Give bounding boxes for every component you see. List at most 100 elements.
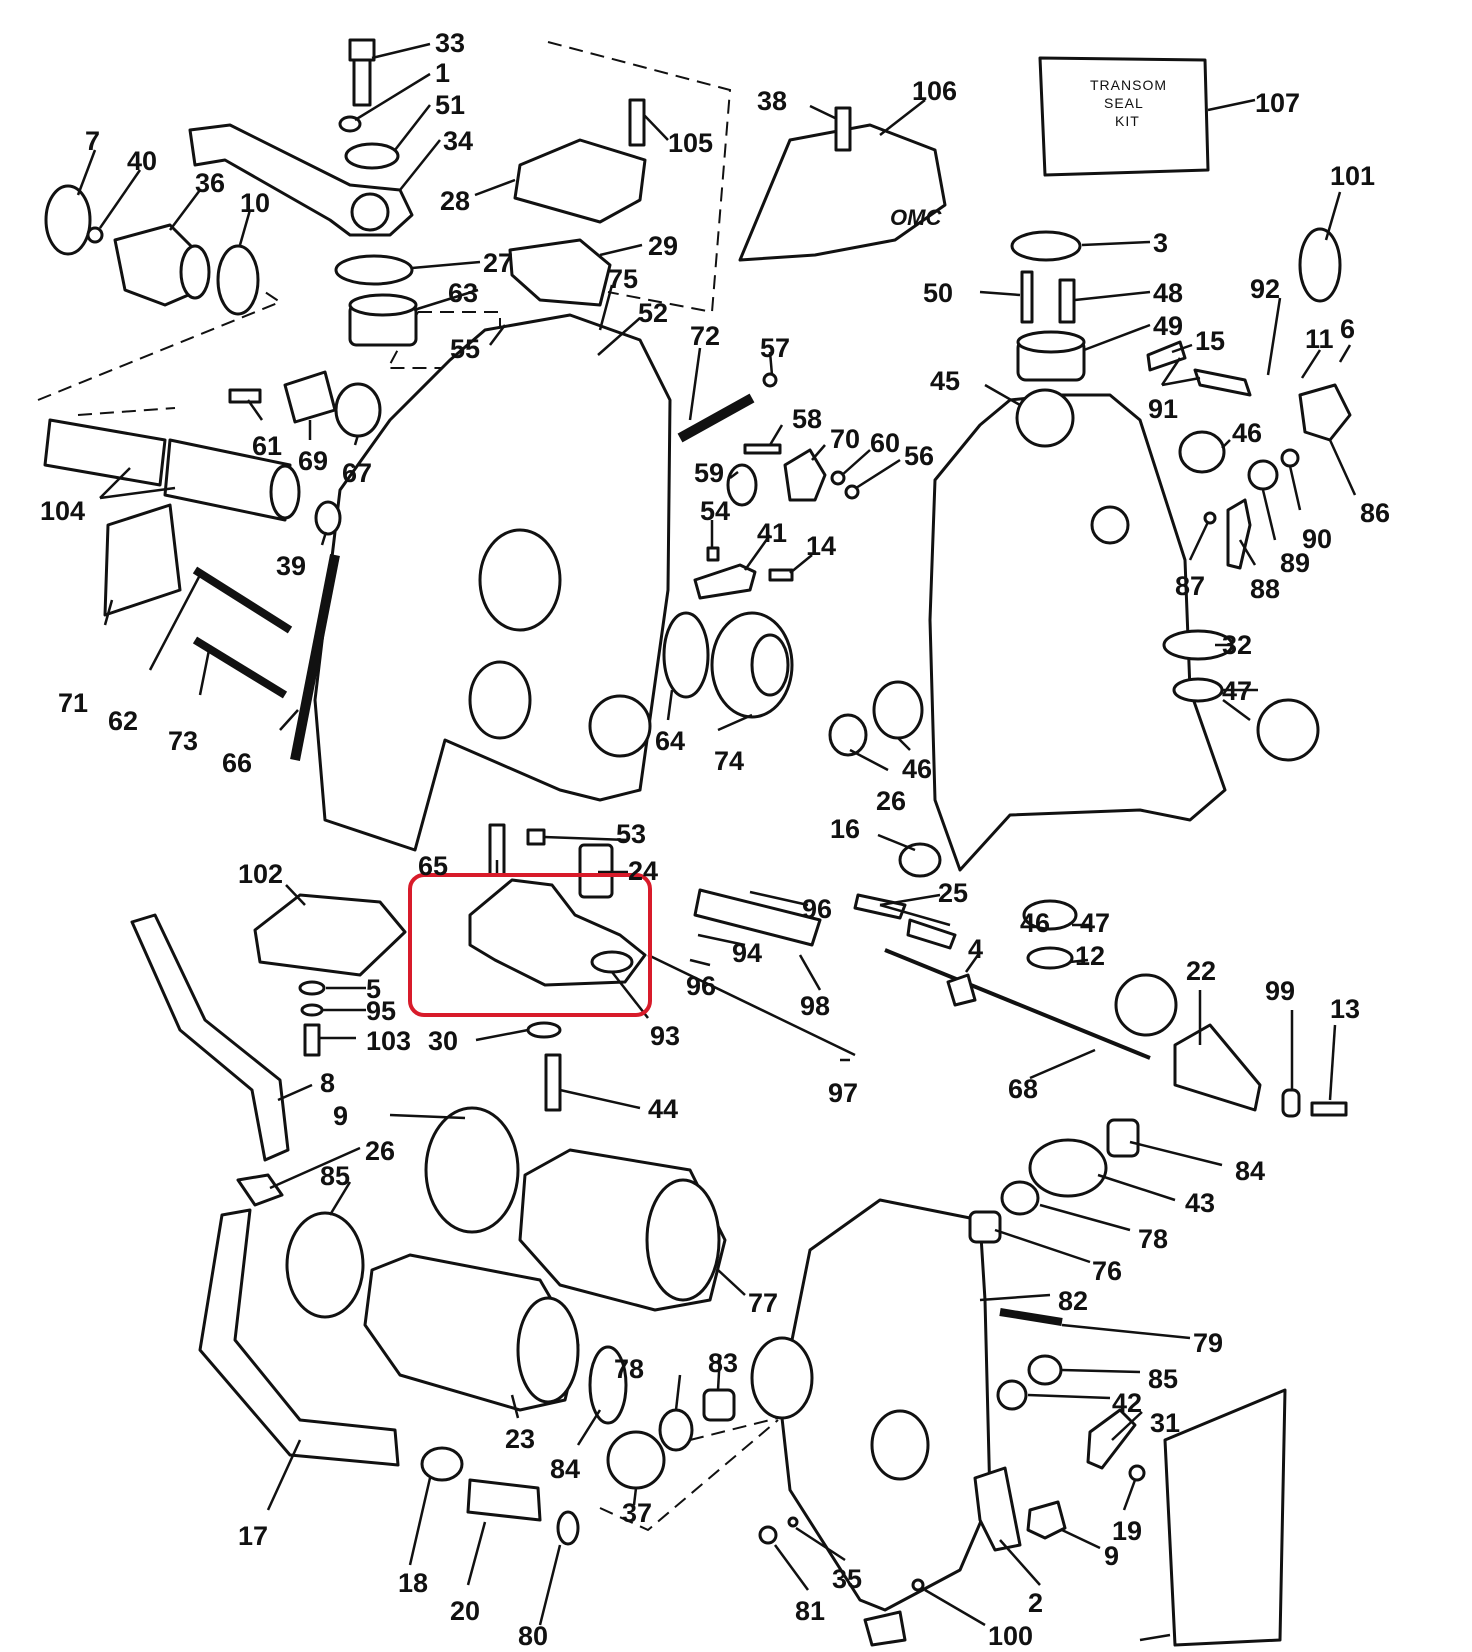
callout-58: 58 [792,404,822,434]
callout-31: 31 [1150,1408,1180,1438]
callout-56: 56 [904,441,934,471]
callout-90: 90 [1302,524,1332,554]
callout-84: 84 [550,1454,580,1484]
callout-71: 71 [58,688,88,718]
callout-26: 26 [365,1136,395,1166]
callout-83: 83 [708,1348,738,1378]
callout-67: 67 [342,458,372,488]
callout-3: 3 [1153,228,1168,258]
callout-77: 77 [748,1288,778,1318]
callout-73: 73 [168,726,198,756]
callout-57: 57 [760,333,790,363]
callout-45: 45 [930,366,960,396]
callout-32: 32 [1222,630,1252,660]
callout-95: 95 [366,996,396,1026]
callout-75: 75 [608,264,638,294]
callout-9: 9 [333,1101,348,1131]
callout-48: 48 [1153,278,1183,308]
callout-51: 51 [435,90,465,120]
callout-13: 13 [1330,994,1360,1024]
callout-104: 104 [40,496,85,526]
callout-88: 88 [1250,574,1280,604]
callout-61: 61 [252,431,282,461]
highlight-box [408,873,652,1017]
callout-105: 105 [668,128,713,158]
callout-12: 12 [1075,941,1105,971]
callout-78: 78 [1138,1224,1168,1254]
callout-94: 94 [732,938,762,968]
callout-14: 14 [806,531,836,561]
callout-98: 98 [800,991,830,1021]
callout-17: 17 [238,1521,268,1551]
callout-74: 74 [714,746,744,776]
callout-102: 102 [238,859,283,889]
kit-label-line-2: SEAL [1104,95,1144,111]
callout-46: 46 [1232,418,1262,448]
callout-42: 42 [1112,1388,1142,1418]
callout-96: 96 [686,971,716,1001]
callout-5: 5 [366,974,381,1004]
callout-39: 39 [276,551,306,581]
callout-18: 18 [398,1568,428,1598]
callout-92: 92 [1250,274,1280,304]
callout-76: 76 [1092,1256,1122,1286]
callout-33: 33 [435,28,465,58]
callout-70: 70 [830,424,860,454]
callout-91: 91 [1148,394,1178,424]
callout-99: 99 [1265,976,1295,1006]
callout-81: 81 [795,1596,825,1626]
callout-23: 23 [505,1424,535,1454]
callout-36: 36 [195,168,225,198]
parts-artwork: OMC TRANSOM SEAL KIT [43,38,1352,1647]
callout-85: 85 [1148,1364,1178,1394]
callout-54: 54 [700,496,730,526]
callout-10: 10 [240,188,270,218]
callout-35: 35 [832,1564,862,1594]
callout-97: 97 [828,1078,858,1108]
callout-78: 78 [614,1354,644,1384]
callout-84: 84 [1235,1156,1265,1186]
callout-68: 68 [1008,1074,1038,1104]
callout-103: 103 [366,1026,411,1056]
callout-86: 86 [1360,498,1390,528]
callout-25: 25 [938,878,968,908]
callout-87: 87 [1175,571,1205,601]
callout-52: 52 [638,298,668,328]
callout-100: 100 [988,1621,1033,1651]
callout-41: 41 [757,518,787,548]
callout-2: 2 [1028,1588,1043,1618]
leader-lines [76,42,1357,1642]
callout-53: 53 [616,819,646,849]
callout-107: 107 [1255,88,1300,118]
callout-38: 38 [757,86,787,116]
callout-37: 37 [622,1498,652,1528]
callout-6: 6 [1340,314,1355,344]
callout-60: 60 [870,428,900,458]
kit-label-line-1: TRANSOM [1090,77,1167,93]
omc-brand-mark: OMC [890,205,942,230]
callout-22: 22 [1186,956,1216,986]
callout-43: 43 [1185,1188,1215,1218]
callout-106: 106 [912,76,957,106]
kit-label-line-3: KIT [1115,113,1140,129]
callout-96: 96 [802,894,832,924]
callout-79: 79 [1193,1328,1223,1358]
callout-15: 15 [1195,326,1225,356]
callout-66: 66 [222,748,252,778]
callout-44: 44 [648,1094,678,1124]
callout-26: 26 [876,786,906,816]
callout-24: 24 [628,856,658,886]
callout-65: 65 [418,851,448,881]
callout-59: 59 [694,458,724,488]
callout-46: 46 [1020,908,1050,938]
callout-55: 55 [450,334,480,364]
callout-34: 34 [443,126,473,156]
callout-27: 27 [483,248,513,278]
callout-69: 69 [298,446,328,476]
callout-46: 46 [902,754,932,784]
callout-16: 16 [830,814,860,844]
callout-47: 47 [1080,908,1110,938]
callout-64: 64 [655,726,685,756]
callout-28: 28 [440,186,470,216]
callout-49: 49 [1153,311,1183,341]
